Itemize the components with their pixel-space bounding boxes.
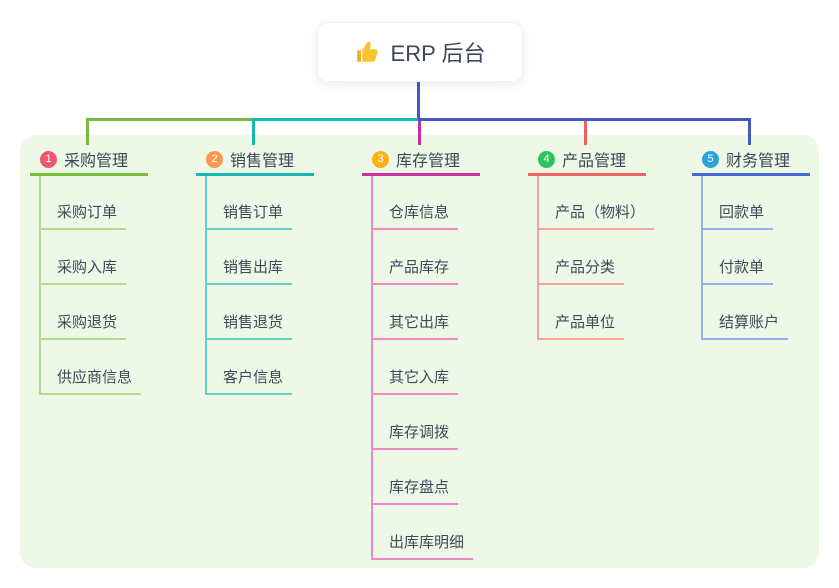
branch-drop-line xyxy=(418,121,421,145)
branch-drop-line xyxy=(748,121,751,145)
child-node-label: 产品（物料） xyxy=(555,204,646,221)
child-node-label: 产品库存 xyxy=(389,259,450,276)
child-node-label: 采购订单 xyxy=(57,204,118,221)
child-node[interactable]: 销售出库 xyxy=(205,253,293,285)
branch-number-badge: 1 xyxy=(40,150,57,168)
child-node-label: 销售出库 xyxy=(223,259,284,276)
branch-label: 采购管理 xyxy=(64,153,129,170)
branch-number-badge: 3 xyxy=(372,150,389,168)
connector-horizontal-segment xyxy=(418,118,751,121)
child-tree-line xyxy=(39,176,41,395)
branch-label: 财务管理 xyxy=(726,153,791,170)
child-node[interactable]: 销售退货 xyxy=(205,308,293,340)
child-node[interactable]: 出库库明细 xyxy=(371,528,474,560)
child-node[interactable]: 付款单 xyxy=(701,253,774,285)
branch-node[interactable]: 3 库存管理 xyxy=(362,145,480,176)
connector-horizontal-segment xyxy=(86,118,255,121)
child-node-label: 其它入库 xyxy=(389,369,450,386)
child-node-label: 库存盘点 xyxy=(389,479,450,496)
branch-label: 产品管理 xyxy=(562,153,627,170)
child-node-label: 其它出库 xyxy=(389,314,450,331)
child-node-label: 销售退货 xyxy=(223,314,284,331)
child-node-label: 库存调拨 xyxy=(389,424,450,441)
branch-node[interactable]: 2 销售管理 xyxy=(196,145,314,176)
child-node[interactable]: 其它入库 xyxy=(371,363,459,395)
child-node-label: 产品分类 xyxy=(555,259,616,276)
child-node[interactable]: 仓库信息 xyxy=(371,198,459,230)
child-node[interactable]: 回款单 xyxy=(701,198,774,230)
child-node-label: 结算账户 xyxy=(719,314,780,331)
child-node-label: 销售订单 xyxy=(223,204,284,221)
root-node-erp[interactable]: ERP 后台 xyxy=(317,22,523,82)
child-node[interactable]: 采购入库 xyxy=(39,253,127,285)
branch-label: 库存管理 xyxy=(396,153,461,170)
child-node-label: 付款单 xyxy=(719,259,765,276)
child-node[interactable]: 结算账户 xyxy=(701,308,789,340)
child-node-label: 供应商信息 xyxy=(57,369,133,386)
child-tree-line xyxy=(537,176,539,340)
child-node-label: 仓库信息 xyxy=(389,204,450,221)
child-node-label: 采购入库 xyxy=(57,259,118,276)
branches-background-panel xyxy=(20,135,819,568)
branch-drop-line xyxy=(252,121,255,145)
child-node-label: 采购退货 xyxy=(57,314,118,331)
thumbs-up-icon xyxy=(355,39,381,65)
branch-node[interactable]: 4 产品管理 xyxy=(528,145,646,176)
child-node[interactable]: 产品分类 xyxy=(537,253,625,285)
branch-number-badge: 2 xyxy=(206,150,223,168)
branch-node[interactable]: 5 财务管理 xyxy=(692,145,810,176)
root-node-label: ERP 后台 xyxy=(390,41,486,66)
branch-number-badge: 5 xyxy=(702,150,719,168)
child-node-label: 回款单 xyxy=(719,204,765,221)
child-node[interactable]: 库存调拨 xyxy=(371,418,459,450)
branch-number-badge: 4 xyxy=(538,150,555,168)
child-node[interactable]: 产品单位 xyxy=(537,308,625,340)
branch-node[interactable]: 1 采购管理 xyxy=(30,145,148,176)
child-node[interactable]: 销售订单 xyxy=(205,198,293,230)
child-node[interactable]: 库存盘点 xyxy=(371,473,459,505)
child-node-label: 客户信息 xyxy=(223,369,284,386)
child-node[interactable]: 其它出库 xyxy=(371,308,459,340)
connector-horizontal-segment xyxy=(252,118,421,121)
child-tree-line xyxy=(371,176,373,560)
child-node[interactable]: 采购退货 xyxy=(39,308,127,340)
child-node[interactable]: 采购订单 xyxy=(39,198,127,230)
child-node-label: 产品单位 xyxy=(555,314,616,331)
child-node[interactable]: 产品（物料） xyxy=(537,198,655,230)
branch-drop-line xyxy=(86,121,89,145)
child-tree-line xyxy=(701,176,703,340)
branch-label: 销售管理 xyxy=(230,153,295,170)
child-node[interactable]: 客户信息 xyxy=(205,363,293,395)
child-node[interactable]: 产品库存 xyxy=(371,253,459,285)
root-stem-line xyxy=(417,82,420,121)
branch-drop-line xyxy=(584,121,587,145)
child-tree-line xyxy=(205,176,207,395)
child-node[interactable]: 供应商信息 xyxy=(39,363,142,395)
child-node-label: 出库库明细 xyxy=(389,534,465,551)
